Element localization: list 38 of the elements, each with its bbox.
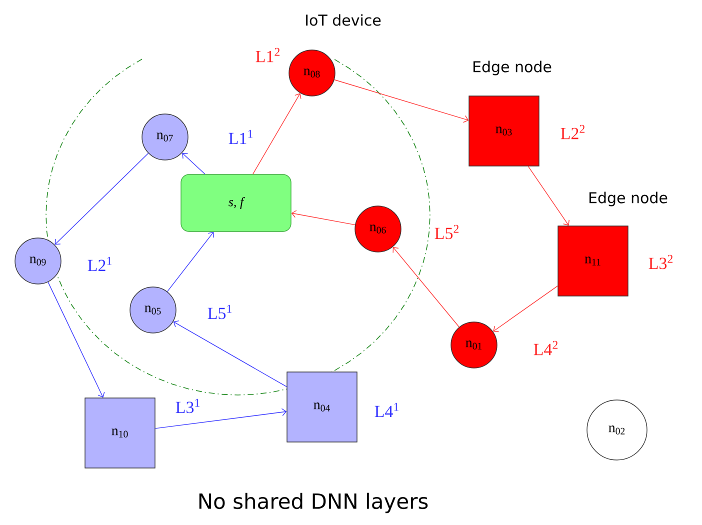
layer-label: L2$^{1}$ xyxy=(88,256,112,272)
circle-node: n$_{09}$ xyxy=(14,238,62,284)
layer-label: L4$^{2}$ xyxy=(534,340,558,356)
arrow xyxy=(155,408,287,429)
arrow xyxy=(182,152,206,174)
square-node: n$_{11}$ xyxy=(558,226,628,296)
arrow xyxy=(291,210,356,226)
arrow xyxy=(48,282,105,398)
arrow xyxy=(392,246,460,328)
node-caption: IoT device xyxy=(306,14,381,26)
arrow xyxy=(493,286,558,332)
node-caption: Edge node xyxy=(590,192,668,206)
square-node: n$_{03}$ xyxy=(468,96,540,166)
arrow xyxy=(252,93,302,174)
arrow xyxy=(528,166,570,226)
layer-label: L4$^{1}$ xyxy=(374,402,398,418)
circle-node: n$_{07}$ xyxy=(142,114,188,160)
circle-node: n$_{08}$ xyxy=(288,50,336,96)
square-node: n$_{10}$ xyxy=(84,398,156,468)
circle-node: n$_{02}$ xyxy=(586,400,648,460)
node-caption: Edge node xyxy=(474,60,552,76)
arrow xyxy=(166,232,214,292)
arrow xyxy=(54,152,149,245)
layer-label: L1$^{2}$ xyxy=(256,48,280,62)
arrow xyxy=(334,79,469,123)
layer-label: L1$^{1}$ xyxy=(228,130,252,144)
circle-node: n$_{05}$ xyxy=(130,286,176,334)
layer-label: L5$^{1}$ xyxy=(208,304,232,320)
rounded-box: s, f xyxy=(180,174,292,232)
layer-label: L3$^{1}$ xyxy=(176,398,200,414)
arrow xyxy=(173,320,287,388)
layer-label: L2$^{2}$ xyxy=(560,124,585,140)
circle-node: n$_{01}$ xyxy=(450,322,498,368)
circle-node: n$_{06}$ xyxy=(354,206,402,252)
caption: No shared DNN layers xyxy=(199,492,428,514)
square-node: n$_{04}$ xyxy=(286,372,358,442)
layer-label: L3$^{2}$ xyxy=(648,254,673,270)
layer-label: L5$^{2}$ xyxy=(434,224,459,240)
